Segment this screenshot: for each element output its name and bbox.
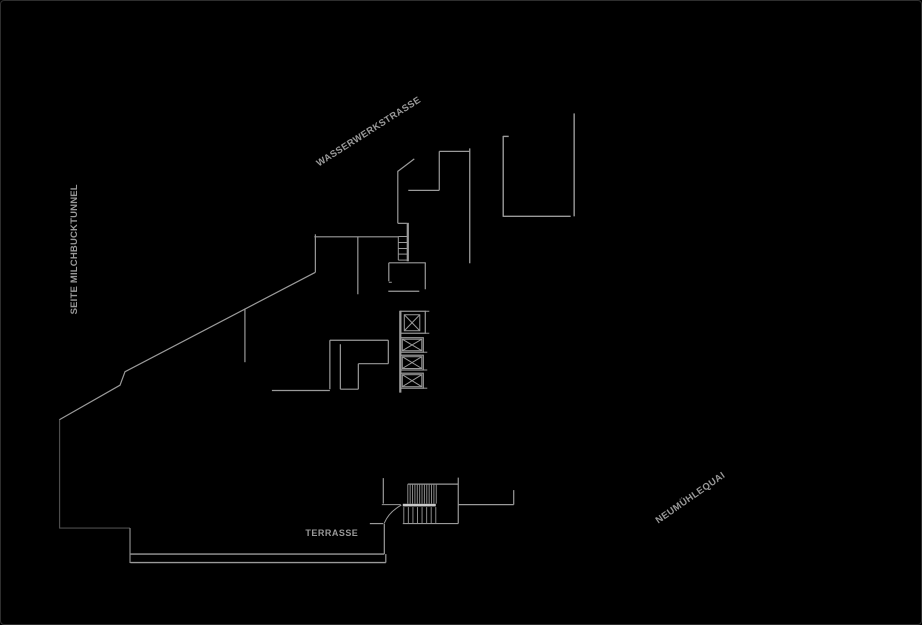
elevator-x-mark (402, 356, 423, 369)
elevator-shaft-box (400, 337, 424, 353)
elevator-x-mark (402, 338, 423, 352)
site-boundary-polyline (59, 271, 316, 421)
area-label-terrasse: TERRASSE (305, 528, 358, 538)
elevator-shaft-inner-box (401, 338, 423, 352)
elevator-x-mark (403, 314, 421, 332)
street-label-wasserwerkstrasse: WASSERWERKSTRASSE (315, 95, 423, 170)
elevator-shaft-box (400, 354, 424, 371)
stair-landing-band (402, 503, 436, 507)
elevator-shaft-inner-box (401, 356, 423, 370)
elevator-shaft-inner-box (403, 314, 421, 332)
elevator-shaft-box (400, 310, 426, 334)
wall-line (397, 158, 415, 172)
street-label-neumuehlequai: NEUMÜHLEQUAI (654, 470, 728, 526)
elevator-shaft-inner-box (401, 374, 423, 388)
street-label-seite-milchbucktunnel: SEITE MILCHBUCKTUNNEL (69, 184, 80, 314)
door-swing-arc (383, 504, 402, 524)
elevator-x-mark (402, 374, 423, 388)
elevator-shaft-box (400, 372, 424, 389)
